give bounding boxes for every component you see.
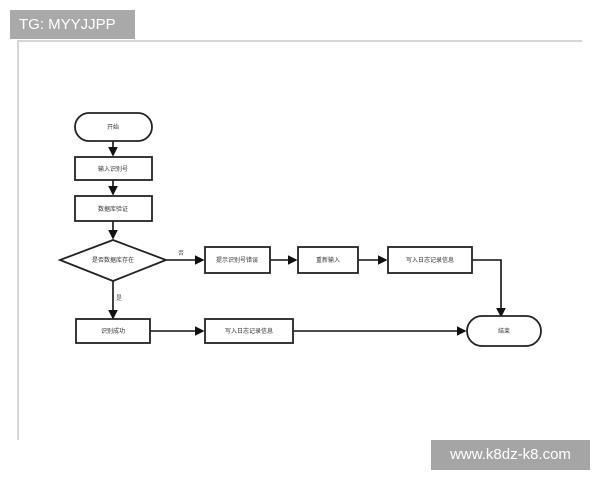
edge-label-no: 否 <box>178 250 184 257</box>
decision-diamond <box>57 239 169 282</box>
edge-label-yes: 是 <box>116 295 122 302</box>
success-box <box>75 318 151 344</box>
retry-label: 重新输入 <box>316 256 340 264</box>
log-box-top <box>387 246 473 274</box>
log-bottom-label: 写入日志记录信息 <box>225 327 273 335</box>
success-label: 识别成功 <box>101 327 125 335</box>
end-label: 结束 <box>498 327 510 335</box>
decision-label: 是否数据库存在 <box>92 256 134 264</box>
start-label: 开始 <box>107 123 119 131</box>
end-terminal <box>466 315 542 347</box>
step1-label: 输入识别号 <box>98 165 128 173</box>
log-box-bottom <box>204 318 294 344</box>
frame-top-border <box>17 40 582 42</box>
edge-log-to-end <box>472 259 506 318</box>
watermark: www.k8dz-k8.com <box>431 440 590 470</box>
log-top-label: 写入日志记录信息 <box>406 256 454 264</box>
start-terminal <box>74 112 153 142</box>
step2-box <box>74 195 153 222</box>
tg-tag: TG: MYYJJPP <box>10 10 135 39</box>
error-box <box>204 246 271 274</box>
step2-label: 数据库验证 <box>98 205 128 213</box>
error-label: 提示识别号错误 <box>216 256 258 264</box>
frame-left-border <box>17 40 19 440</box>
step1-box <box>74 156 153 181</box>
retry-box <box>297 246 359 274</box>
